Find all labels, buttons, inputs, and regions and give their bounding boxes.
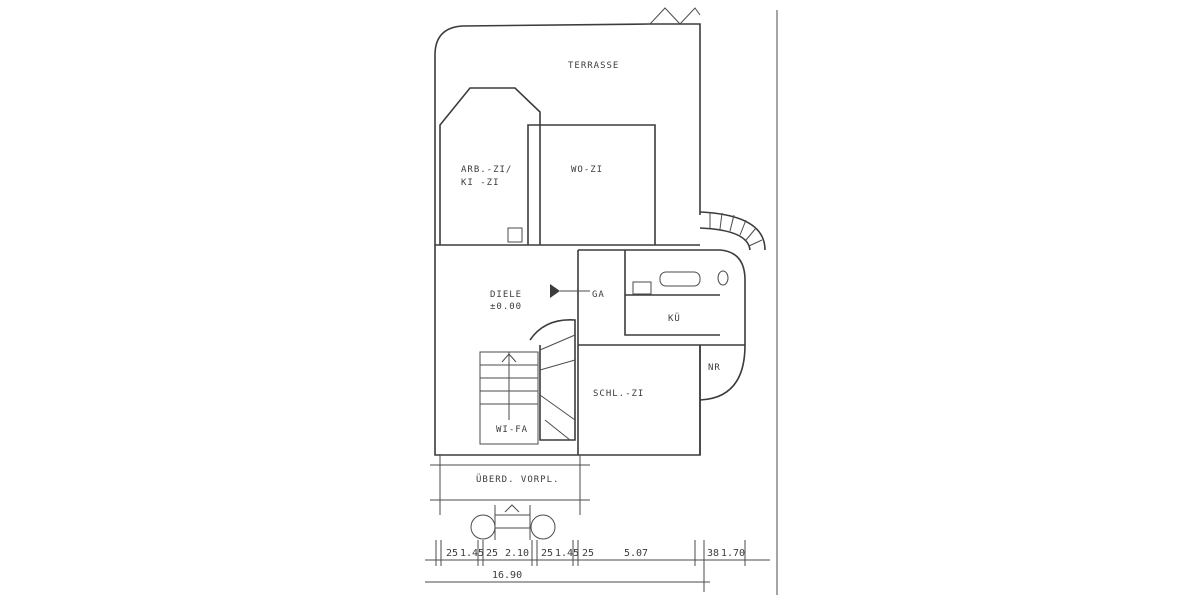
label-terrace: TERRASSE: [568, 61, 619, 71]
dim-total: 16.90: [492, 570, 522, 581]
living-room-walls: [527, 124, 656, 245]
stair-up-arrow-icon: [501, 353, 517, 363]
dim-4: 2.10: [505, 548, 529, 559]
study-walls: [439, 87, 541, 245]
interior-walls: [577, 250, 745, 455]
curved-stair-treads: [709, 212, 763, 247]
dim-2: 1.45: [460, 548, 484, 559]
dim-7: 25: [582, 548, 594, 559]
label-living: WO-ZI: [571, 165, 603, 175]
terrace-corner-hatch: [649, 7, 701, 25]
entry-steps: [494, 505, 531, 540]
dim-5: 25: [541, 548, 553, 559]
dimension-lines: [425, 540, 770, 592]
label-utility: WI-FA: [496, 425, 528, 435]
label-kitchen: KÜ: [668, 313, 681, 324]
planter-right: [530, 514, 556, 540]
planter-left: [470, 514, 496, 540]
label-hall: DIELE: [490, 290, 522, 300]
label-study-2: KI -ZI: [461, 178, 500, 188]
spiral-stair-treads: [539, 334, 576, 441]
dim-9: 38: [707, 548, 719, 559]
chimney: [507, 227, 523, 243]
toilet-icon: [717, 270, 729, 286]
label-porch: ÜBERD. VORPL.: [476, 474, 559, 485]
label-side-room: NR: [708, 363, 721, 373]
sink-icon: [632, 281, 652, 295]
dim-8: 5.07: [624, 548, 648, 559]
label-study-1: ARB.-ZI/: [461, 165, 512, 175]
straight-stair-treads: [480, 352, 538, 420]
porch-outline: [430, 455, 590, 515]
label-wardrobe: GA: [592, 290, 605, 300]
dim-10: 1.70: [721, 548, 745, 559]
curved-stair: [699, 211, 766, 251]
label-hall-level: ±0.00: [490, 302, 522, 312]
dim-3: 25: [486, 548, 498, 559]
terrace-outline: [434, 23, 701, 245]
dim-6: 1.45: [555, 548, 579, 559]
entrance-arrow-icon: [550, 284, 560, 298]
entry-up-arrow-icon: [504, 504, 520, 513]
dim-1: 25: [446, 548, 458, 559]
bathtub-icon: [659, 271, 701, 287]
label-bedroom: SCHL.-ZI: [593, 389, 644, 399]
